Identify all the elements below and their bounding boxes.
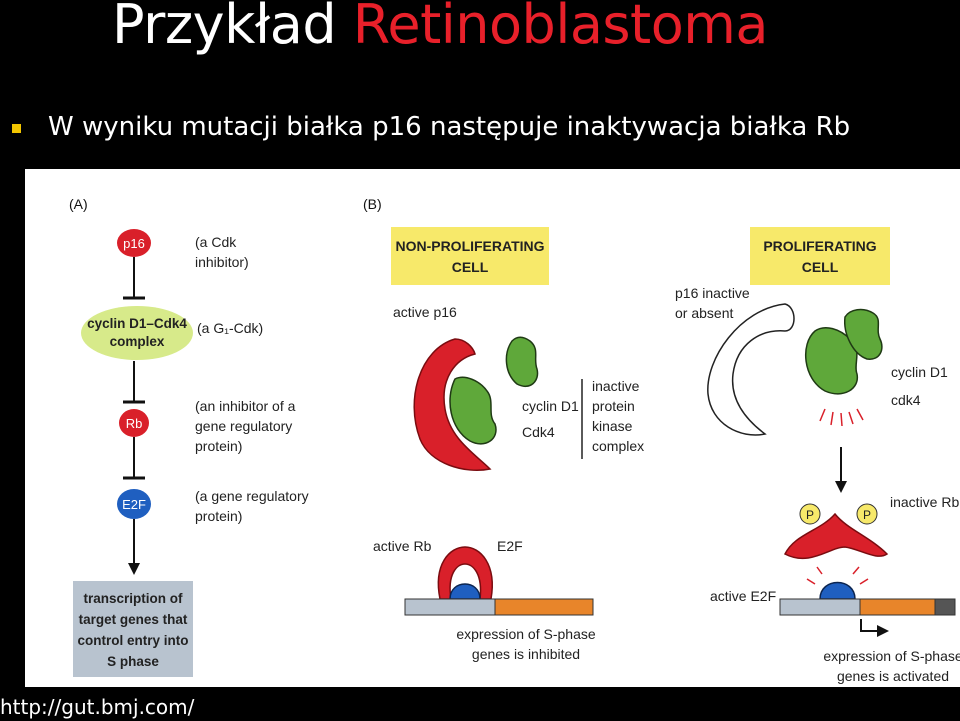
dna-orange-right: [859, 598, 936, 616]
panel-b-label: (B): [363, 196, 382, 212]
e2f-node-label: E2F: [122, 497, 146, 512]
title-word: Przykład: [112, 0, 337, 56]
proliferating-box: [750, 227, 890, 285]
active-e2f-label: active E2F: [710, 588, 776, 604]
phosphate-left-icon: [799, 503, 821, 525]
bullet-square-icon: [12, 124, 21, 133]
transcription-3: control entry into: [78, 633, 189, 648]
cyclin-d1-shape-left: [505, 336, 539, 388]
panel-a-label: (A): [69, 196, 88, 212]
inactive-complex-1: inactive: [592, 378, 640, 394]
kinase-activity-rays: [819, 408, 864, 427]
cdk4-label: Cdk4: [522, 424, 555, 440]
rb-note-3: protein): [195, 438, 242, 454]
inactive-p16-shape: [707, 303, 795, 436]
p16-node-label: p16: [123, 236, 145, 251]
proliferating-1: PROLIFERATING: [763, 238, 876, 254]
transcription-start-arrow: [860, 619, 889, 637]
transcription-2: target genes that: [79, 612, 188, 627]
dna-dark-right: [934, 598, 956, 616]
rb-note-2: gene regulatory: [195, 418, 292, 434]
expr-activated-2: genes is activated: [837, 668, 949, 684]
rb-node-label: Rb: [126, 416, 143, 431]
non-proliferating-2: CELL: [452, 259, 489, 275]
non-proliferating-1: NON-PROLIFERATING: [395, 238, 544, 254]
cyclin-d1-label: cyclin D1: [522, 398, 579, 414]
inactive-rb-shape: [783, 512, 889, 560]
inactive-rb-label: inactive Rb: [890, 494, 959, 510]
dna-grey-right: [779, 598, 861, 616]
phosphate-right-label: P: [863, 508, 871, 522]
figure-panel: (A) p16 (a Cdk inhibitor) cyclin D1–Cdk4…: [25, 169, 960, 687]
complex-note: (a G₁-Cdk): [197, 320, 263, 336]
phosphate-right-icon: [856, 503, 878, 525]
p16-node: [117, 229, 151, 257]
dna-orange-left: [494, 598, 594, 616]
p16-note-2: inhibitor): [195, 254, 249, 270]
cyclin-d1-right-label: cyclin D1: [891, 364, 948, 380]
expr-inhibited-2: genes is inhibited: [472, 646, 580, 662]
active-p16-shape: [413, 338, 492, 471]
title-highlight: Retinoblastoma: [352, 0, 769, 56]
inactive-complex-2: protein: [592, 398, 635, 414]
expr-inhibited-1: expression of S-phase: [456, 626, 596, 642]
e2f-activity-rays: [806, 566, 869, 585]
complex-label-1: cyclin D1–Cdk4: [87, 316, 187, 331]
cdk4-right-label: cdk4: [891, 392, 921, 408]
e2f-b-label: E2F: [497, 538, 523, 554]
cdk4-shape-right: [805, 327, 858, 395]
complex-node: [81, 306, 193, 360]
e2f-shape-right: [819, 581, 856, 600]
inactive-complex-4: complex: [592, 438, 644, 454]
e2f-note-2: protein): [195, 508, 242, 524]
pathway-figure: (A) p16 (a Cdk inhibitor) cyclin D1–Cdk4…: [69, 196, 960, 684]
non-proliferating-box: [391, 227, 549, 285]
p16-note-1: (a Cdk: [195, 234, 237, 250]
rb-node: [119, 409, 149, 437]
p16-inactive-1: p16 inactive: [675, 285, 750, 301]
rb-note-1: (an inhibitor of a: [195, 398, 296, 414]
p16-inactive-2: or absent: [675, 305, 733, 321]
bullet-text: W wyniku mutacji białka p16 następuje in…: [48, 112, 851, 142]
phosphate-left-label: P: [806, 508, 814, 522]
source-url: http://gut.bmj.com/: [0, 695, 195, 719]
slide-title: Przykład Retinoblastoma: [112, 0, 768, 56]
dna-grey-left: [404, 598, 496, 616]
e2f-note-1: (a gene regulatory: [195, 488, 309, 504]
inactive-complex-3: kinase: [592, 418, 633, 434]
transcription-box: [73, 581, 193, 677]
cyclin-d1-shape-right: [844, 308, 883, 360]
active-rb-label: active Rb: [373, 538, 432, 554]
transcription-1: transcription of: [83, 591, 183, 606]
cdk4-shape-left: [449, 376, 497, 445]
proliferating-2: CELL: [802, 259, 839, 275]
complex-label-2: complex: [110, 334, 165, 349]
e2f-node: [117, 489, 151, 519]
transcription-4: S phase: [107, 654, 159, 669]
active-p16-label: active p16: [393, 304, 457, 320]
expr-activated-1: expression of S-phase: [823, 648, 960, 664]
e2f-shape-left: [449, 583, 481, 600]
